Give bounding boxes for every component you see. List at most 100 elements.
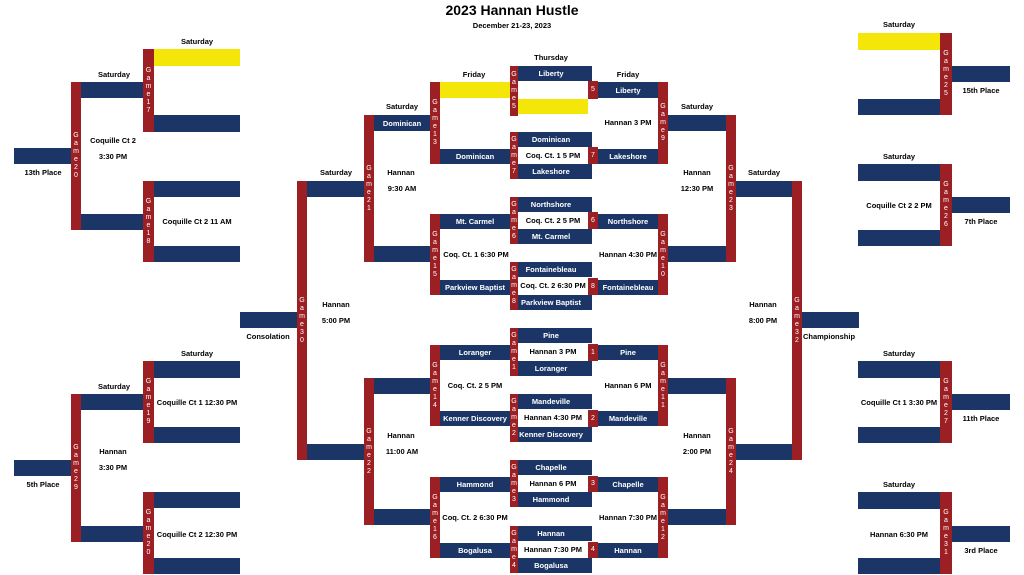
game-label-char: 2 [146, 541, 151, 548]
venue-game-24-a: Hannan [683, 431, 711, 440]
team-slot-game-14-winner [374, 378, 430, 394]
game-label-char: a [795, 304, 799, 312]
game-label-char: 2 [661, 533, 665, 541]
game-label-char: e [433, 254, 437, 262]
game-label-char: 2 [944, 213, 948, 220]
game-label-char: G [943, 50, 949, 57]
game-label-char: m [432, 115, 438, 122]
team-slot-mt-carmel: Mt. Carmel [440, 214, 510, 229]
game-label-char: e [944, 74, 948, 81]
team-slot-dominican: Dominican [510, 132, 592, 147]
team-slot-game-9-loser [858, 33, 940, 50]
game-label-char: e [146, 402, 151, 409]
day-label-friday-left: Friday [462, 70, 486, 79]
game-label-char: G [660, 103, 666, 110]
game-label-char: G [366, 164, 372, 172]
team-slot-game-11-loser [858, 164, 940, 181]
venue-game-15: Coq. Ct. 1 6:30 PM [443, 250, 509, 259]
game-label-char: 6 [944, 221, 948, 228]
team-slot-game-16-winner [374, 509, 430, 525]
game-label-char: m [943, 66, 949, 73]
game-label-char: m [660, 119, 666, 126]
game-label-char: G [794, 296, 800, 304]
team-slot-game-20-winner [81, 526, 143, 542]
game-label-char: a [512, 340, 516, 347]
game-label-char: e [512, 422, 516, 429]
game-label-char: e [433, 123, 437, 130]
venue-game-32-a: Hannan [749, 300, 777, 309]
team-slot-lakeshore: Lakeshore [598, 149, 658, 164]
venue-game-8: Coq. Ct. 2 6:30 PM [518, 278, 588, 292]
game-label-char: a [661, 369, 665, 377]
venue-game-21-a: Hannan [387, 168, 415, 177]
place-3rd: 3rd Place [964, 546, 998, 555]
team-slot-game-24-winner [736, 444, 792, 460]
game-label-char: m [511, 479, 517, 487]
game-label-char: m [660, 377, 666, 385]
day-label-sat-g31: Saturday [882, 480, 916, 489]
team-slot-chapelle: Chapelle [598, 477, 658, 492]
game-label-char: 3 [729, 204, 733, 212]
game-label-char: G [366, 427, 372, 435]
venue-game-26: Coquille Ct 2 2 PM [866, 201, 932, 210]
venue-game-20-top-a: Coquille Ct 2 [90, 136, 136, 145]
game-label-char: m [73, 148, 79, 155]
venue-game-29-a: Hannan [99, 447, 127, 456]
team-slot-hammond: Hammond [510, 492, 592, 507]
game-label-char: e [512, 356, 516, 363]
champion-slot [802, 312, 859, 328]
game-label-char: a [367, 435, 371, 443]
game-label-char: 1 [512, 364, 516, 371]
game-label-char: e [512, 487, 516, 495]
game-label-char: 3 [433, 139, 437, 146]
game-label-char: G [943, 181, 949, 188]
game-label-char: 2 [729, 459, 733, 467]
game-label-char: 7 [512, 167, 516, 175]
game-label-char: e [795, 320, 799, 328]
game-label-char: G [432, 493, 438, 501]
game-label-char: 1 [146, 229, 151, 237]
game-label-char: G [145, 66, 152, 74]
day-label-sat-g32: Saturday [747, 168, 781, 177]
game-label-char: a [74, 140, 78, 147]
game-label-char: G [728, 427, 734, 435]
place-11th: 11th Place [962, 414, 1000, 423]
game-label-char: a [661, 501, 665, 509]
team-slot-game-9-winner [668, 115, 726, 131]
game-label-char: a [433, 238, 437, 246]
game-label-char: m [943, 197, 949, 204]
place-15th: 15th Place [962, 86, 1000, 95]
game-label-char: 5 [512, 103, 516, 110]
game-7-number: 7 [588, 147, 598, 164]
game-label-char: a [661, 238, 665, 246]
team-slot-game-13-loser-r [858, 361, 940, 378]
game-label-char: 8 [512, 298, 516, 305]
game-4-number: 4 [588, 542, 598, 558]
game-1-number: 1 [588, 344, 598, 361]
game-label-char: 2 [944, 410, 948, 417]
game-label-char: m [73, 460, 79, 467]
game-3-number: 3 [588, 476, 598, 492]
game-label-char: m [511, 414, 517, 421]
game-label-char: a [729, 172, 733, 180]
game-label-char: e [74, 468, 78, 475]
team-slot-game-23-winner [736, 181, 792, 197]
game-label-char: e [146, 533, 151, 540]
game-label-char: a [74, 452, 78, 459]
game-label-char: a [944, 189, 948, 196]
game-label-char: 0 [74, 172, 78, 179]
game-label-char: 7 [944, 418, 948, 425]
game-label-char: a [729, 435, 733, 443]
game-label-char: G [511, 398, 517, 405]
game-label-char: a [433, 107, 437, 114]
venue-game-29-b: 3:30 PM [98, 463, 128, 472]
game-label-char: 1 [661, 525, 665, 533]
team-slot-game-14-loser-r [858, 427, 940, 443]
